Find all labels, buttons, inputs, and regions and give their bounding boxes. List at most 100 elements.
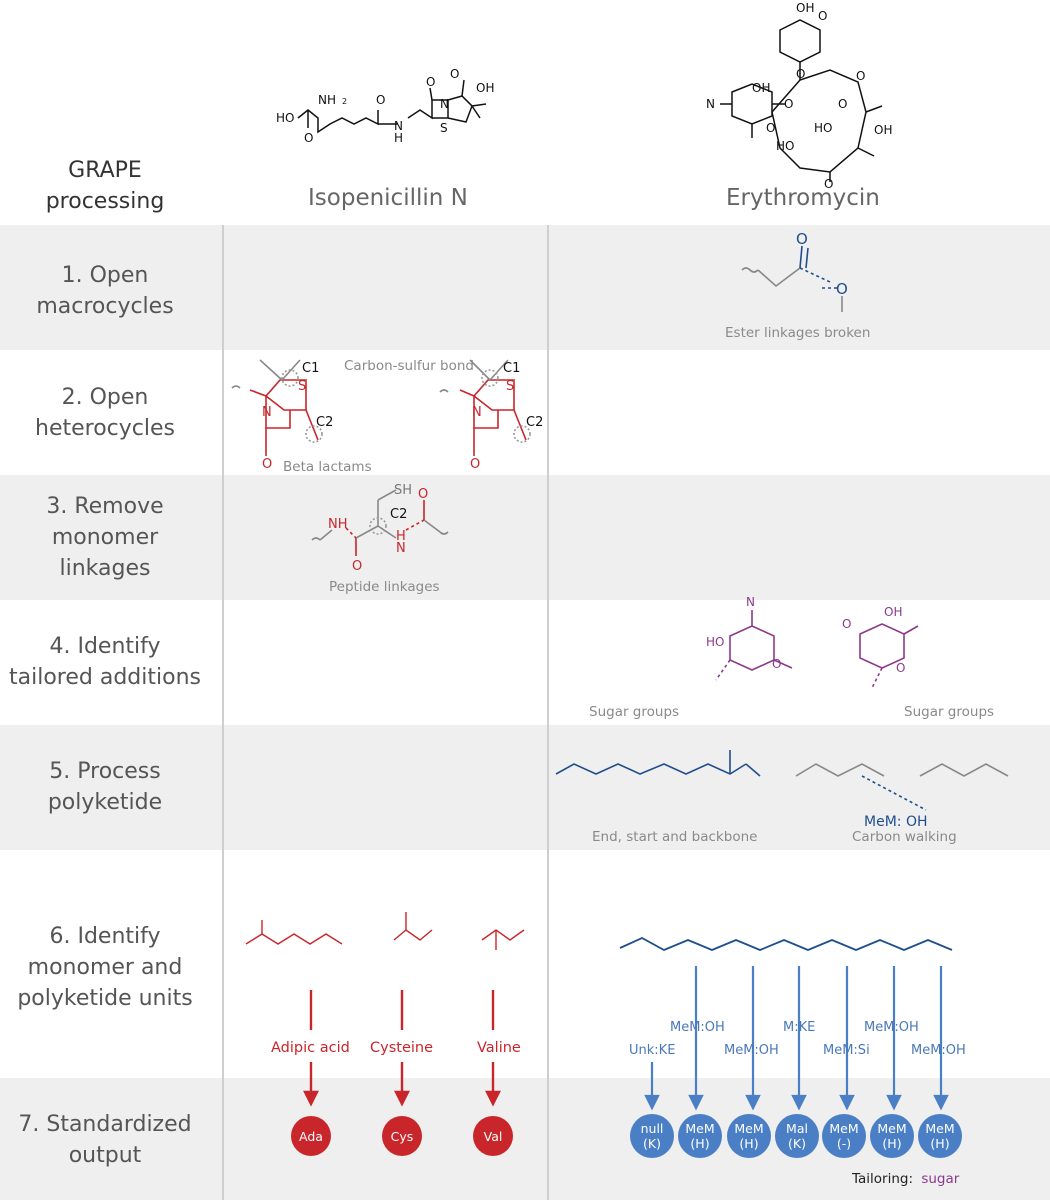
c1-label-1: C1 [302,361,319,376]
svg-text:N: N [440,97,449,111]
unit-label-top-1: MeM:OH [670,1020,725,1035]
svg-text:HO: HO [276,111,294,125]
step-7-line-1: 7. Standardized [18,1112,192,1137]
svg-text:S: S [298,379,306,394]
step-2-label: 2. Open heterocycles [0,382,210,444]
svg-text:H: H [396,529,406,544]
step-2-line-1: 2. Open [61,385,149,410]
step-6-line-1: 6. Identify [49,924,161,949]
caption-carbon-sulfur: Carbon-sulfur bond [344,358,474,374]
mem-oh-label: MeM: OH [864,814,928,830]
step-3-label: 3. Remove monomer linkages [0,491,210,584]
unit-label-bottom-2: MeM:OH [724,1043,779,1058]
svg-text:OH: OH [884,605,902,619]
c1-label-2: C1 [503,361,520,376]
step-6-line-3: polyketide units [17,986,193,1011]
unit-label-bottom-3: MeM:Si [823,1043,870,1058]
sugar-group-1 [715,610,793,681]
svg-text:O: O [418,487,428,502]
svg-text:OH: OH [476,81,494,95]
tailoring-label: Tailoring: [852,1171,914,1187]
svg-text:S: S [440,121,448,135]
output-val-label: Val [483,1128,503,1144]
output-cys-label: Cys [390,1128,414,1144]
step-3-line-2: monomer [51,525,159,550]
caption-beta-lactams: Beta lactams [283,459,372,475]
peptide-linkage-diagram [311,489,449,556]
step-3-line-3: linkages [59,556,151,581]
sh-label: SH [394,483,412,498]
svg-text:O: O [784,97,793,111]
monomer-name-adipic: Adipic acid [271,1040,350,1056]
svg-text:HO: HO [706,635,724,649]
unit-label-top-2: M:KE [783,1020,816,1035]
svg-text:NH: NH [328,517,348,532]
c2-label-2: C2 [526,415,543,430]
svg-text:O: O [842,617,851,631]
tailoring-note: Tailoring: sugar [852,1171,959,1187]
header-title-line-2: processing [45,189,165,214]
unit-label-top-3: MeM:OH [864,1020,919,1035]
output-pk-3: MeM(H) [727,1114,771,1158]
svg-text:N: N [396,541,406,556]
output-pk-5-bottom: (-) [836,1136,852,1151]
output-pk-7: MeM(H) [918,1114,962,1158]
monomer-name-valine: Valine [477,1040,521,1056]
svg-text:O: O [470,457,480,472]
output-pk-3-top: MeM [734,1121,764,1136]
svg-text:O: O [896,661,905,675]
output-pk-2-bottom: (H) [690,1136,710,1151]
beta-lactam-diagram-1 [231,359,323,456]
svg-text:N: N [472,405,482,420]
svg-text:O: O [836,280,848,298]
output-pk-6-bottom: (H) [882,1136,902,1151]
step-5-line-1: 5. Process [49,759,161,784]
caption-peptide: Peptide linkages [329,579,440,595]
svg-text:O: O [426,75,435,89]
svg-text:2: 2 [342,97,347,106]
output-pk-7-bottom: (H) [930,1136,950,1151]
ester-linkage-diagram: O O [741,230,848,312]
output-pk-1-bottom: (K) [643,1136,661,1151]
svg-text:N: N [394,119,403,133]
erythromycin-structure [720,19,883,182]
step-4-line-2: tailored additions [9,665,201,690]
output-pk-2-top: MeM [685,1121,715,1136]
svg-text:O: O [796,67,805,81]
output-pk-4: Mal(K) [775,1114,819,1158]
row-band-1 [0,225,1050,350]
step-6-line-2: monomer and [27,955,183,980]
step-4-label: 4. Identify tailored additions [0,631,210,693]
caption-carbon-walking: Carbon walking [852,829,957,845]
caption-sugar-right: Sugar groups [904,704,995,720]
svg-text:O: O [818,9,827,23]
isopenicillin-structure [297,79,487,134]
svg-text:O: O [376,93,385,107]
output-pk-5: MeM(-) [822,1114,866,1158]
svg-text:NH: NH [318,93,336,107]
step-2-line-2: heterocycles [35,416,175,441]
header-title: GRAPE processing [0,155,210,217]
column-divider-left [222,225,224,1200]
polyketide-chain [619,936,953,951]
svg-text:O: O [796,230,808,248]
svg-text:O: O [838,97,847,111]
polyketide-backbone [555,750,761,777]
output-cys: Cys [382,1116,422,1156]
column-header-erythromycin: Erythromycin [726,185,880,211]
svg-text:O: O [450,67,459,81]
unit-label-bottom-4: MeM:OH [911,1043,966,1058]
step-1-line-2: macrocycles [36,294,174,319]
svg-text:S: S [506,379,514,394]
output-pk-1-top: null [640,1121,664,1136]
output-pk-4-top: Mal [786,1121,808,1136]
step-5-label: 5. Process polyketide [0,756,210,818]
svg-text:O: O [262,457,272,472]
svg-text:N: N [746,595,755,609]
output-pk-6: MeM(H) [870,1114,914,1158]
output-pk-1: null(K) [630,1114,674,1158]
row-band-5 [0,725,1050,850]
